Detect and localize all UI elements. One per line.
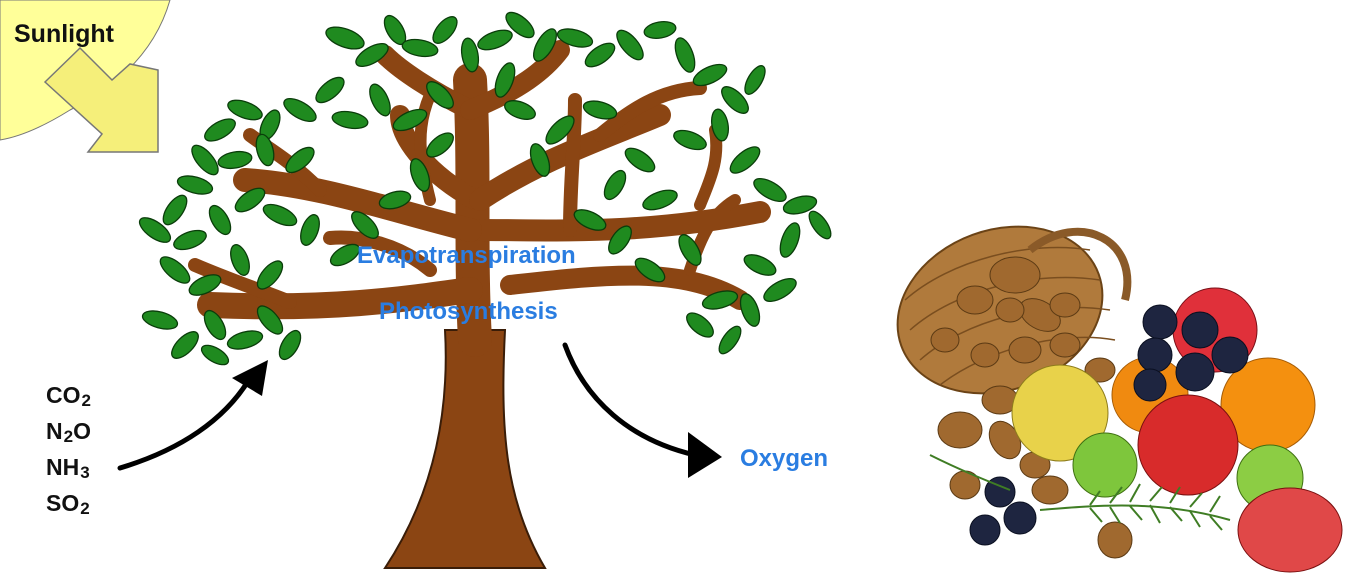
gas-tail: O bbox=[73, 418, 91, 444]
output-arrow bbox=[565, 345, 722, 478]
sunlight-label: Sunlight bbox=[14, 20, 114, 49]
tree-trunk bbox=[385, 330, 545, 568]
gas-base: SO bbox=[46, 490, 79, 516]
gas-n2o: N2O bbox=[46, 420, 91, 445]
gas-subscript: 2 bbox=[80, 499, 89, 518]
photosynthesis-label: Photosynthesis bbox=[379, 298, 558, 326]
gas-subscript: 2 bbox=[82, 391, 91, 410]
gas-base: N bbox=[46, 418, 63, 444]
evapotranspiration-label: Evapotranspiration bbox=[357, 242, 576, 270]
tree-icon bbox=[136, 8, 835, 568]
gas-so2: SO2 bbox=[46, 492, 90, 517]
fruit-basket-icon bbox=[874, 199, 1342, 572]
gas-subscript: 3 bbox=[80, 463, 89, 482]
lime bbox=[1073, 433, 1137, 497]
input-arrow bbox=[120, 360, 268, 468]
gas-nh3: NH3 bbox=[46, 456, 90, 481]
gas-subscript: 2 bbox=[64, 427, 73, 446]
gas-co2: CO2 bbox=[46, 384, 91, 409]
gas-base: NH bbox=[46, 454, 79, 480]
oxygen-label: Oxygen bbox=[740, 445, 828, 473]
gas-base: CO bbox=[46, 382, 81, 408]
apple-red bbox=[1238, 488, 1342, 572]
apple-red bbox=[1138, 395, 1238, 495]
